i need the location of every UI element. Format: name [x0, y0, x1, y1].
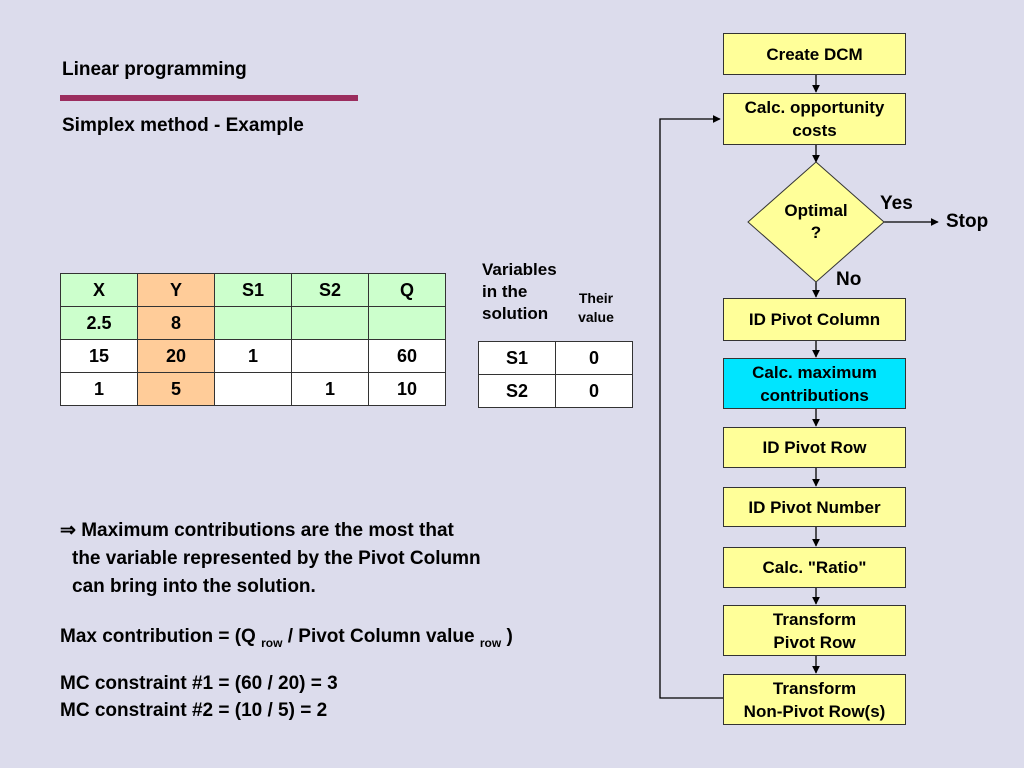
mc-constraint-2: MC constraint #2 = (10 / 5) = 2	[60, 700, 328, 721]
step-id-pivot-row: ID Pivot Row	[723, 427, 906, 468]
header-cell-q: Q	[368, 273, 446, 307]
table-row: S1 0	[478, 341, 633, 375]
header-cell-x: X	[60, 273, 138, 307]
table-cell: 1	[291, 372, 369, 406]
table-row: 2.5 8	[60, 306, 446, 340]
table-cell: 5	[137, 372, 215, 406]
slide-title: Linear programming	[62, 59, 247, 80]
table-cell: 8	[137, 306, 215, 340]
step-id-pivot-number: ID Pivot Number	[723, 487, 906, 527]
slide-subtitle: Simplex method - Example	[62, 115, 304, 136]
max-contribution-formula: Max contribution = (Q row / Pivot Column…	[60, 626, 513, 650]
table-cell: S2	[478, 374, 556, 408]
table-row: 15 20 1 60	[60, 339, 446, 373]
table-cell: S1	[478, 341, 556, 375]
header-cell-s2: S2	[291, 273, 369, 307]
title-rule	[60, 95, 358, 101]
header-cell-s1: S1	[214, 273, 292, 307]
step-calc-ratio: Calc. "Ratio"	[723, 547, 906, 588]
optimal-decision-diamond	[747, 161, 885, 283]
table-cell	[214, 372, 292, 406]
step-id-pivot-column: ID Pivot Column	[723, 298, 906, 341]
table-cell: 10	[368, 372, 446, 406]
table-row: S2 0	[478, 374, 633, 408]
table-cell	[291, 339, 369, 373]
note-bullet: ⇒ Maximum contributions are the most tha…	[60, 520, 481, 597]
table-cell: 0	[555, 374, 633, 408]
simplex-table: X Y S1 S2 Q 2.5 8 15 20 1 60 1 5 1 10	[60, 273, 446, 406]
table-header-row: X Y S1 S2 Q	[60, 273, 446, 307]
table-cell	[291, 306, 369, 340]
table-cell: 20	[137, 339, 215, 373]
implies-arrow-icon: ⇒	[60, 520, 76, 541]
table-cell	[214, 306, 292, 340]
yes-label: Yes	[880, 193, 913, 214]
no-label: No	[836, 269, 862, 290]
table-row: 1 5 1 10	[60, 372, 446, 406]
solution-table: S1 0 S2 0	[478, 341, 633, 408]
table-cell	[368, 306, 446, 340]
value-heading: Their value	[578, 290, 614, 325]
table-cell: 2.5	[60, 306, 138, 340]
table-cell: 1	[214, 339, 292, 373]
table-cell: 1	[60, 372, 138, 406]
mc-constraint-1: MC constraint #1 = (60 / 20) = 3	[60, 673, 338, 694]
loop-back-arrow	[659, 115, 723, 699]
step-create-dcm: Create DCM	[723, 33, 906, 75]
decision-label: Optimal ?	[784, 201, 848, 242]
stop-label: Stop	[946, 211, 989, 232]
table-cell: 15	[60, 339, 138, 373]
variables-heading: Variables in the solution	[482, 260, 557, 323]
table-cell: 60	[368, 339, 446, 373]
